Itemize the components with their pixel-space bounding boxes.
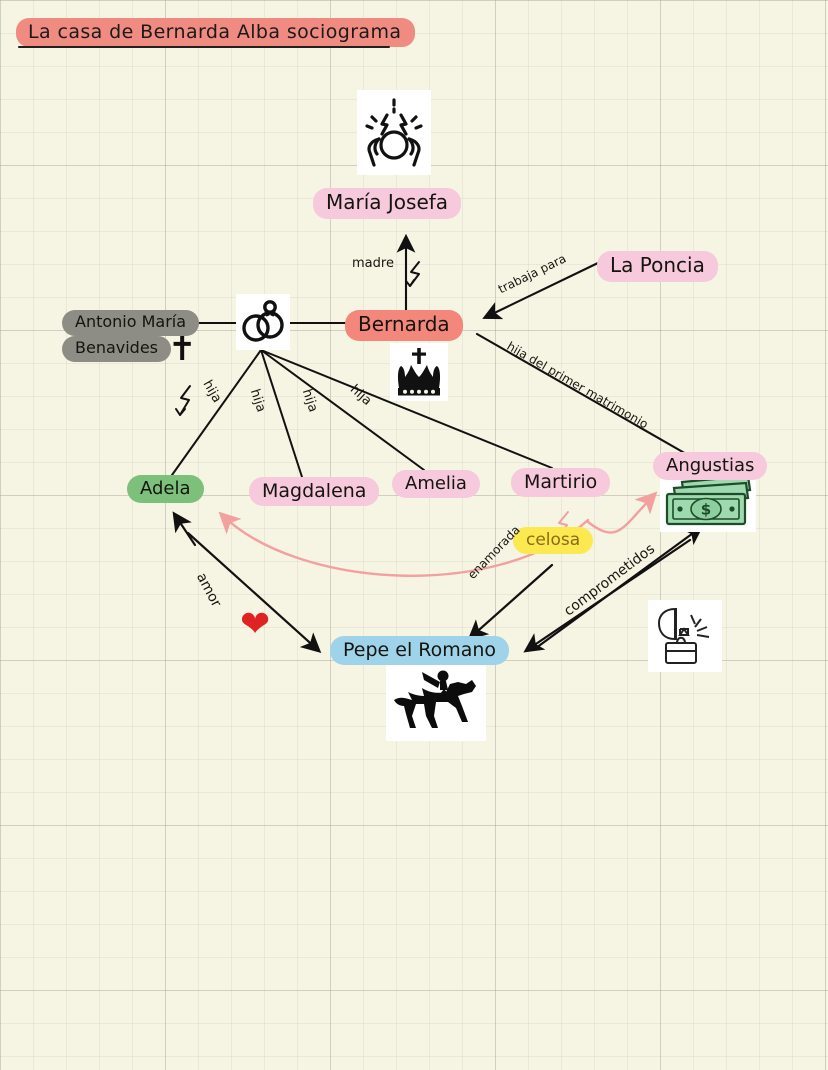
edge-label-hija-martirio: hija xyxy=(346,381,375,409)
title-underline xyxy=(18,46,390,48)
cross-dagger-icon: ✝ xyxy=(168,329,197,369)
node-maria-josefa[interactable]: María Josefa xyxy=(313,188,462,219)
lightning-bolt-tip-madre xyxy=(405,279,415,287)
horse-rider-icon xyxy=(386,663,486,741)
node-celosa[interactable]: celosa xyxy=(513,527,594,555)
lightning-bolt-tip-adela xyxy=(175,408,186,416)
page-title: La casa de Bernarda Alba sociograma xyxy=(16,18,416,47)
node-label-magdalena: Magdalena xyxy=(249,477,380,507)
lightning-bolt-icon-adela xyxy=(179,385,191,416)
node-label-adela: Adela xyxy=(127,475,204,504)
node-pepe-el-romano[interactable]: Pepe el Romano xyxy=(330,636,510,666)
edge-martirio-pepe xyxy=(467,563,554,640)
node-label-antonio-maria: Antonio María xyxy=(62,310,200,336)
node-label-la-poncia: La Poncia xyxy=(597,251,718,282)
edge-adela-pepe-up xyxy=(172,511,197,547)
engagement-ring-box-icon xyxy=(648,600,722,672)
node-magdalena[interactable]: Magdalena xyxy=(249,477,380,507)
node-label-maria-josefa: María Josefa xyxy=(313,188,462,219)
crown-icon xyxy=(390,343,448,401)
node-bernarda[interactable]: Bernarda xyxy=(345,310,463,341)
edge-label-amor: amor xyxy=(192,570,225,611)
edge-label-hija-adela: hija xyxy=(199,377,225,406)
node-martirio[interactable]: Martirio xyxy=(511,468,611,498)
lightning-bolt-icon-madre xyxy=(409,261,420,287)
node-angustias[interactable]: Angustias xyxy=(653,452,768,481)
money-bills-icon: $ xyxy=(660,472,756,532)
node-label-pepe-el-romano: Pepe el Romano xyxy=(330,636,510,666)
edge-martirio-angustias-celosa xyxy=(586,491,658,534)
node-label-celosa: celosa xyxy=(513,527,594,555)
node-label-benavides: Benavides xyxy=(62,336,172,362)
node-label-martirio: Martirio xyxy=(511,468,611,498)
edge-label-hija-amelia: hija xyxy=(298,387,321,415)
node-label-amelia: Amelia xyxy=(392,470,480,499)
edge-label-hija-magdalena: hija xyxy=(246,387,269,415)
node-adela[interactable]: Adela xyxy=(127,475,204,504)
wedding-rings-icon xyxy=(236,294,290,350)
node-antonio-maria-benavides[interactable]: Antonio María xyxy=(62,310,200,336)
edge-marriage-magdalena xyxy=(260,349,303,478)
page-title-text: La casa de Bernarda Alba sociograma xyxy=(16,18,416,47)
node-label-bernarda: Bernarda xyxy=(345,310,463,341)
madness-head-icon xyxy=(357,90,431,175)
node-amelia[interactable]: Amelia xyxy=(392,470,480,499)
node-label-angustias: Angustias xyxy=(653,452,768,481)
edge-label-trabaja-para: trabaja para xyxy=(495,251,569,297)
node-antonio-maria-benavides-line2[interactable]: Benavides xyxy=(62,336,172,362)
edge-label-madre: madre xyxy=(352,256,394,271)
edge-label-hija-primer-matrimonio: hija del primer matrimonio xyxy=(504,338,651,432)
heart-icon: ❤ xyxy=(240,604,271,645)
node-la-poncia[interactable]: La Poncia xyxy=(597,251,718,282)
svg-text:$: $ xyxy=(701,501,711,519)
